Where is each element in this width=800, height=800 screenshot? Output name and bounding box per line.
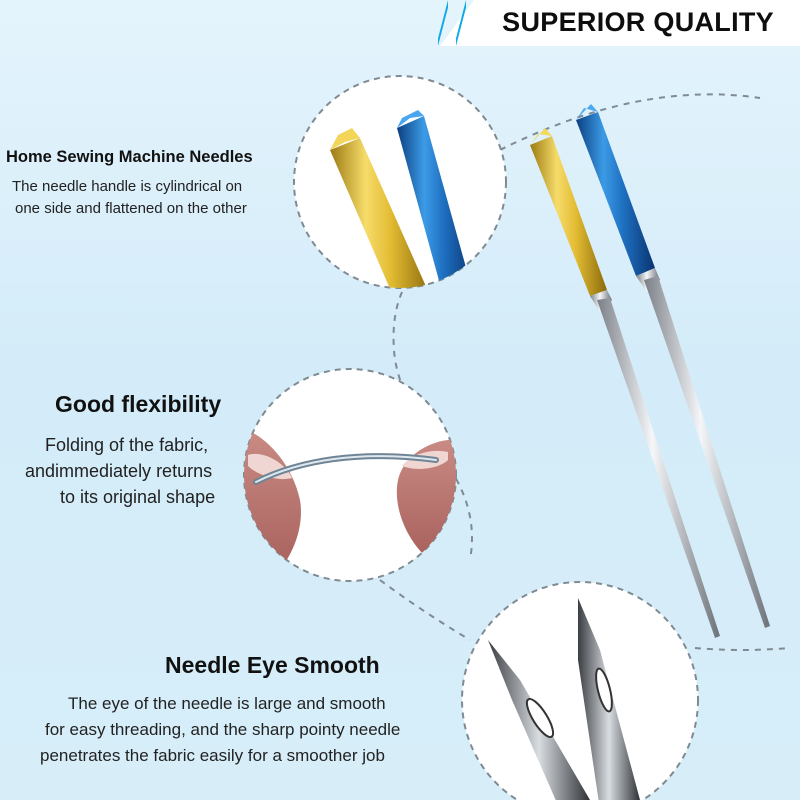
banner-accent-stripe <box>456 0 466 46</box>
section-3-line: for easy threading, and the sharp pointy… <box>45 720 401 739</box>
section-3-line: penetrates the fabric easily for a smoot… <box>40 746 385 765</box>
shank-closeup-circle <box>293 75 507 289</box>
banner-title: SUPERIOR QUALITY <box>502 7 774 37</box>
dashed-connector-lines <box>379 93 791 651</box>
section-2-line: to its original shape <box>60 487 216 507</box>
section-heading-good-flexibility: Good flexibility <box>55 391 222 417</box>
superior-quality-banner <box>440 0 800 46</box>
section-heading-home-sewing: Home Sewing Machine Needles <box>6 148 253 166</box>
section-3-line: The eye of the needle is large and smoot… <box>68 694 386 713</box>
section-1-line: The needle handle is cylindrical on <box>12 178 243 195</box>
section-heading-needle-eye: Needle Eye Smooth <box>165 652 380 678</box>
needle-eye-circle <box>461 581 699 800</box>
needle-gold <box>530 128 720 638</box>
section-1-line: one side and flattened on the other <box>15 200 247 217</box>
section-2-line: Folding of the fabric, <box>45 435 209 455</box>
flexibility-circle <box>243 368 457 582</box>
banner-accent-stripe <box>438 0 448 46</box>
section-2-line: andimmediately returns <box>25 461 213 481</box>
needle-blue <box>576 104 770 628</box>
